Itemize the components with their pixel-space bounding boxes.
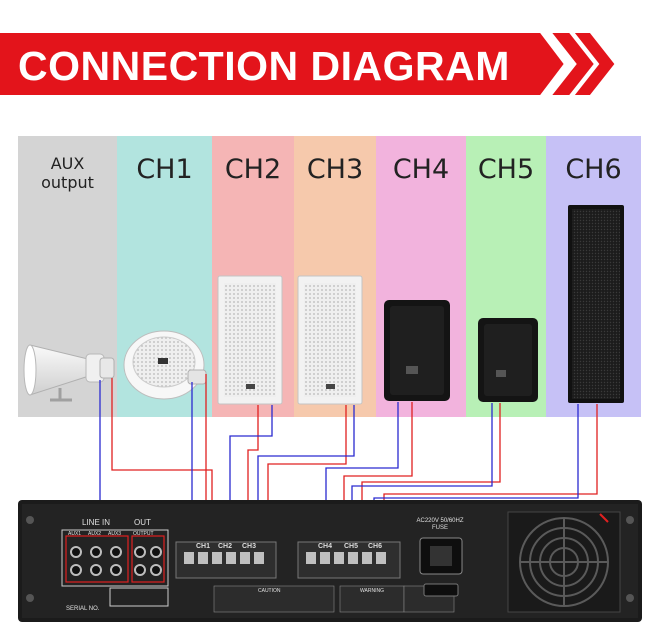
amplifier-rear-panel (18, 500, 642, 622)
column-label-ch3: CH3 (306, 154, 364, 185)
banner-chevron-2 (574, 33, 615, 95)
header-banner (0, 33, 615, 95)
line-in-label: LINE IN (82, 518, 111, 527)
ceiling-speaker-icon (123, 330, 207, 400)
aux1-label: AUX1 (68, 531, 82, 537)
wire-ch2-positive (247, 405, 259, 548)
banner-chevron-1 (552, 33, 594, 95)
terminal-tag-ch6: CH6 (368, 543, 383, 550)
aux3-label: AUX3 (108, 531, 122, 537)
wall-speaker-white-icon (297, 275, 363, 405)
warning-label: WARNING (360, 588, 384, 594)
aux2-label: AUX2 (88, 531, 102, 537)
output-label: OUTPUT (133, 531, 154, 537)
terminal-tag-ch3: CH3 (242, 543, 257, 550)
column-speaker-icon (568, 205, 624, 403)
wall-speaker-black-small-icon (478, 318, 538, 402)
banner-bar (0, 33, 564, 95)
column-label-ch4: CH4 (392, 154, 450, 185)
horn-speaker-icon (23, 344, 115, 402)
terminal-tag-ch4: CH4 (318, 543, 333, 550)
serial-label: SERIAL NO. (66, 606, 100, 612)
page-title: CONNECTION DIAGRAM (18, 43, 510, 89)
wall-speaker-black-icon (384, 300, 450, 401)
caution-label: CAUTION (258, 588, 281, 594)
column-label-ch5: CH5 (477, 154, 535, 185)
terminal-tag-ch2: CH2 (218, 543, 233, 550)
column-label-ch2: CH2 (224, 154, 282, 185)
column-label-ch6: CH6 (565, 154, 622, 185)
out-label: OUT (134, 518, 151, 527)
fan-icon (507, 511, 621, 613)
wire-ch2-negative (229, 405, 273, 548)
column-label-ch1: CH1 (136, 154, 193, 185)
wall-speaker-white-icon (217, 275, 283, 405)
terminal-tag-ch5: CH5 (344, 543, 359, 550)
terminal-tag-ch1: CH1 (196, 543, 211, 550)
